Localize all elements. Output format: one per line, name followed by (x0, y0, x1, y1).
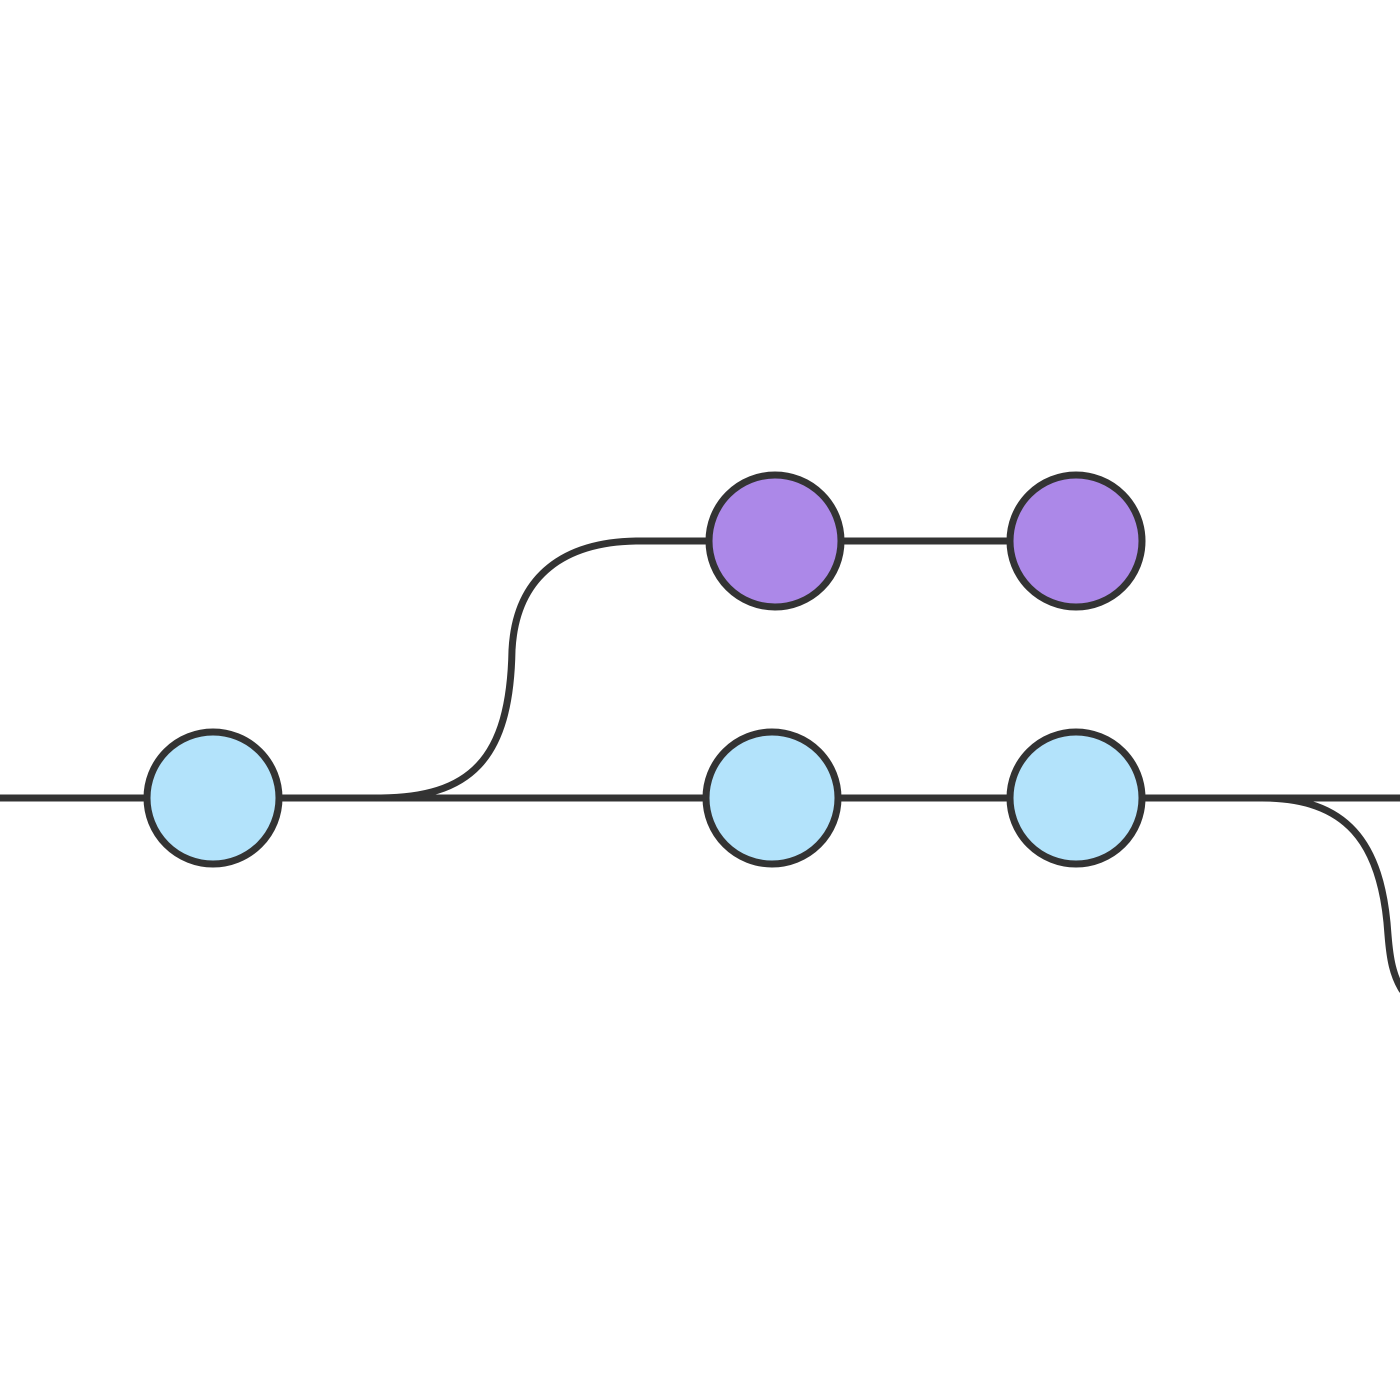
commit-nodes (143, 471, 1146, 868)
feature-commit-2[interactable] (1006, 471, 1146, 611)
feature-branch-fork-line (374, 537, 714, 802)
outgoing-branch-line (1258, 794, 1400, 993)
main-commit-3[interactable] (1006, 728, 1146, 868)
main-commit-2[interactable] (702, 728, 842, 868)
main-commit-1[interactable] (143, 728, 283, 868)
feature-commit-1[interactable] (705, 471, 845, 611)
